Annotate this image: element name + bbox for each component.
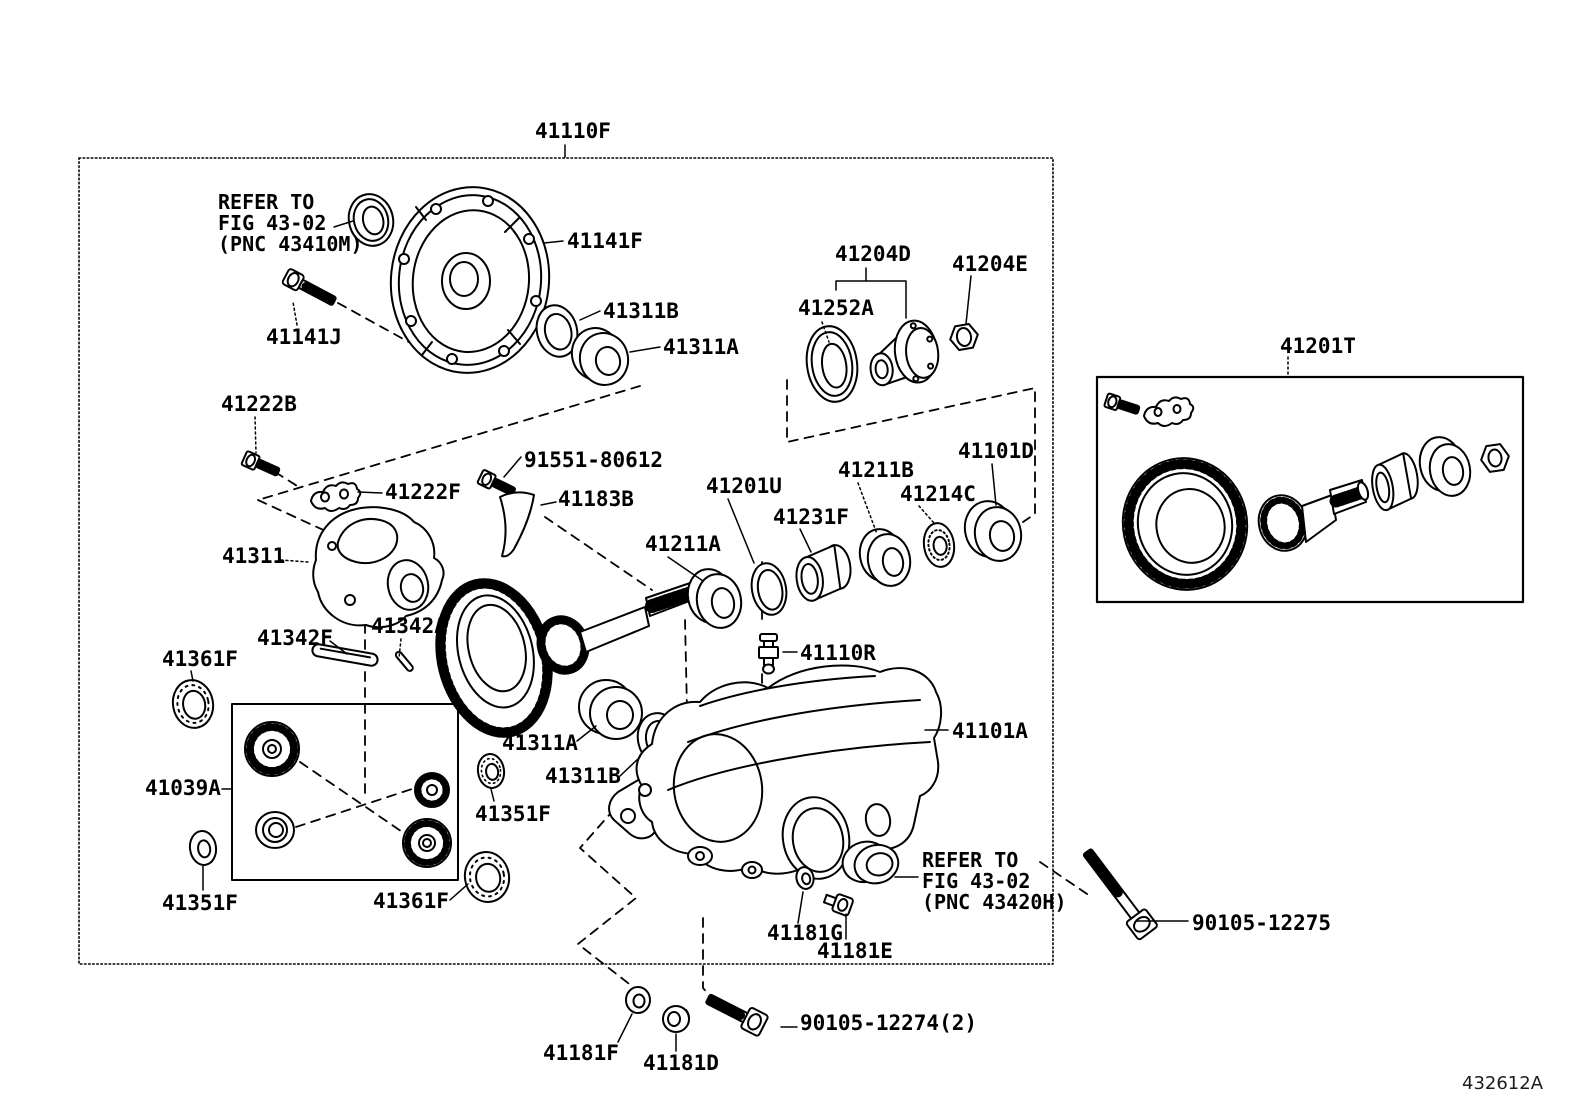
part-label-41141F: 41141F (567, 229, 643, 253)
figure-code: 432612A (1462, 1073, 1544, 1094)
part-label-41311A-1: 41311A (663, 335, 739, 359)
bearing-spacer-drawing (795, 544, 852, 602)
part-label-41214C: 41214C (900, 482, 976, 506)
breather-plug-drawing (758, 633, 779, 675)
refer-note-1-line3: (PNC 43410M) (218, 232, 363, 256)
part-label-41181E: 41181E (817, 939, 893, 963)
part-label-41361F-1: 41361F (162, 647, 238, 671)
refer-note-2-line1: REFER TO (922, 848, 1019, 872)
part-label-41311A-2: 41311A (502, 731, 578, 755)
case-bearing-drawing (963, 500, 1023, 562)
part-label-41231F: 41231F (773, 505, 849, 529)
refer-note-1: REFER TO FIG 43-02 (PNC 43410M) (218, 192, 363, 255)
drain-bolt-drawing (822, 893, 854, 917)
slinger-ring-drawing (750, 562, 788, 616)
side-oil-seal-drawing (347, 193, 395, 247)
part-label-41311B-2: 41311B (545, 764, 621, 788)
part-label-41201T: 41201T (1280, 334, 1356, 358)
thrust-washer-drawing-1 (171, 679, 215, 729)
spacer-washer-drawing (476, 753, 506, 789)
gear-kit-box (1095, 375, 1525, 604)
part-label-41351F-2: 41351F (475, 802, 551, 826)
flange-seal-drawing (805, 325, 859, 403)
part-label-41110R: 41110R (800, 641, 876, 665)
refer-note-2: REFER TO FIG 43-02 (PNC 43420H) (922, 850, 1067, 913)
filler-plug-drawing (662, 1005, 690, 1033)
pinion-rear-bearing-drawing (858, 528, 912, 587)
ring-gear-drawing (435, 578, 704, 738)
housing-bolt-short-drawing (705, 993, 769, 1037)
part-label-41110F: 41110F (535, 119, 611, 143)
plate-washer-drawing (922, 522, 956, 568)
part-label-41141J: 41141J (266, 325, 342, 349)
part-label-41204E: 41204E (952, 252, 1028, 276)
part-label-41311: 41311 (222, 544, 286, 568)
part-label-41211A: 41211A (645, 532, 721, 556)
cover-plate-drawing (389, 186, 551, 374)
part-label-41222B: 41222B (221, 392, 297, 416)
refer-note-1-line1: REFER TO (218, 190, 315, 214)
part-label-41201U: 41201U (706, 474, 782, 498)
spider-gear-kit-box (231, 703, 459, 881)
differential-case-drawing (312, 506, 445, 629)
companion-flange-drawing (869, 319, 940, 387)
part-label-90105-12275: 90105-12275 (1192, 911, 1332, 935)
part-label-41101A: 41101A (952, 719, 1028, 743)
part-label-41211B: 41211B (838, 458, 914, 482)
housing-bolt-long-drawing (1082, 848, 1158, 941)
thrust-washer-drawing-2 (188, 830, 218, 866)
refer-note-1-line2: FIG 43-02 (218, 211, 327, 235)
gear-kit-drawing (1103, 392, 1510, 591)
part-label-41342F: 41342F (257, 626, 333, 650)
rear-oil-seal-drawing (841, 840, 900, 885)
straight-pin-drawing (394, 650, 414, 672)
thrust-washer-drawing-3 (463, 851, 511, 903)
part-label-41222F: 41222F (385, 480, 461, 504)
diff-bearing-upper-drawing (570, 327, 630, 386)
refer-note-2-line2: FIG 43-02 (922, 869, 1031, 893)
shim-plate-drawing (499, 491, 535, 558)
leader-lines (190, 144, 1289, 1052)
part-label-41181F: 41181F (543, 1041, 619, 1065)
pinion-front-bearing-drawing (686, 568, 743, 629)
main-assembly-box (78, 157, 1054, 965)
part-label-41181G: 41181G (767, 921, 843, 945)
diff-seal-upper-drawing (535, 304, 579, 358)
part-label-41183B: 41183B (558, 487, 634, 511)
part-label-41181D: 41181D (643, 1051, 719, 1075)
cover-bolt-drawing (281, 268, 337, 306)
spider-gear-kit-drawing (244, 721, 452, 868)
part-label-41101D: 41101D (958, 439, 1034, 463)
lock-plate-drawing (310, 481, 362, 512)
part-label-41361F-2: 41361F (373, 889, 449, 913)
part-label-41204D: 41204D (835, 242, 911, 266)
small-washer-drawing (795, 866, 815, 890)
part-label-41351F-1: 41351F (162, 891, 238, 915)
refer-note-2-line3: (PNC 43420H) (922, 890, 1067, 914)
part-label-90105-12274: 90105-12274(2) (800, 1011, 978, 1035)
flange-nut-drawing (949, 322, 979, 352)
part-label-41252A: 41252A (798, 296, 874, 320)
part-label-41311B-1: 41311B (603, 299, 679, 323)
part-label-91551-80612: 91551-80612 (524, 448, 664, 472)
gasket-washer-drawing (625, 986, 651, 1014)
part-label-41039A: 41039A (145, 776, 221, 800)
lock-plate-bolt-drawing (240, 450, 281, 477)
part-label-41342A: 41342A (371, 614, 447, 638)
diff-bearing-lower-drawing (578, 679, 643, 740)
carrier-housing-drawing (608, 664, 942, 880)
